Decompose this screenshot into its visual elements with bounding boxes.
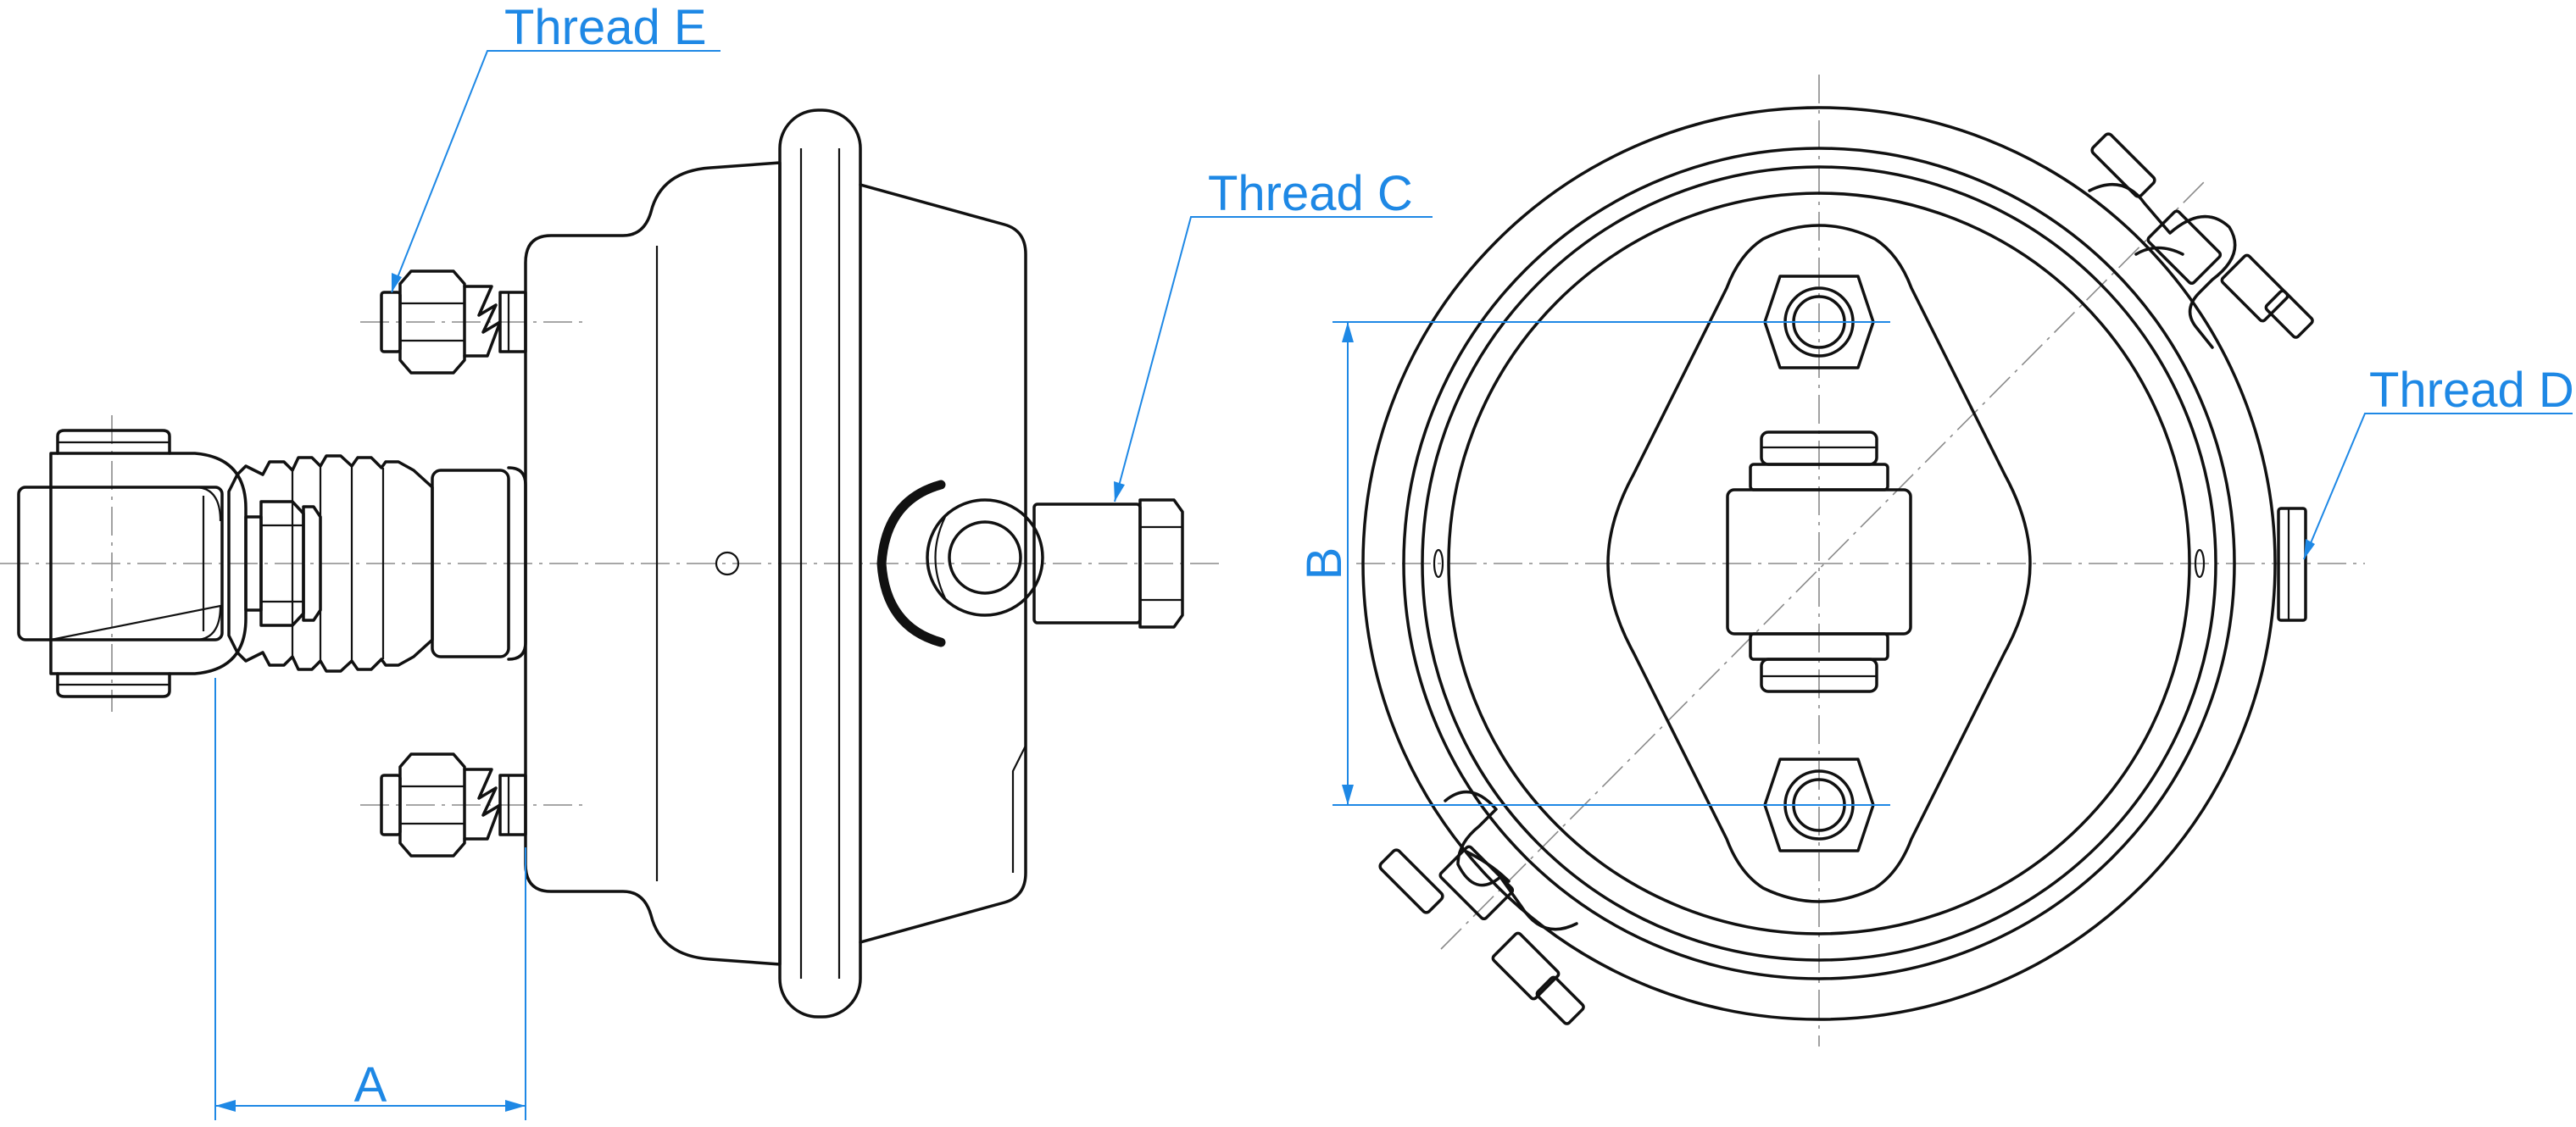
- thread-d-leader: [2303, 413, 2573, 560]
- rod-jam-nut: [302, 505, 322, 622]
- dim-a-arrow-right: [505, 1100, 526, 1112]
- end-view: B Thread D: [1297, 75, 2574, 1046]
- port-boss-arc: [934, 516, 946, 599]
- upper-clamp-lug: [2088, 132, 2314, 349]
- dim-b-label: B: [1297, 547, 1352, 580]
- front-chamber-step: [1011, 745, 1027, 873]
- dim-b-arrow-bottom: [1342, 785, 1354, 805]
- thread-d-label: Thread D: [2369, 363, 2574, 418]
- lower-clamp-lug: [1378, 790, 1585, 1025]
- slot-right: [2194, 548, 2206, 579]
- end-view-diagonal-centerline: [1440, 181, 2205, 950]
- clamp-ring: [778, 108, 862, 1019]
- clevis-nut: [259, 500, 305, 627]
- thread-e-leader: [391, 50, 721, 293]
- lower-mounting-stud: [380, 752, 527, 858]
- thread-d-stub: [2277, 507, 2307, 622]
- thread-c-leader: [1114, 216, 1433, 502]
- clevis-pin-block: [17, 486, 224, 641]
- upper-mounting-stud: [380, 269, 527, 375]
- clamp-band-outer: [1402, 147, 2236, 980]
- dim-a-arrow-left: [215, 1100, 236, 1112]
- outer-housing-circle: [1361, 106, 2277, 1021]
- clevis-pin-head-top: [56, 429, 171, 455]
- port-boss-inner: [948, 520, 1022, 595]
- side-view: A Thread E Thread C: [0, 0, 1433, 1120]
- bellows-boot: [227, 454, 434, 673]
- port-nut: [1138, 498, 1184, 629]
- thread-e-label: Thread E: [504, 0, 707, 55]
- clamp-band-inner: [1421, 165, 2217, 962]
- slot-left: [1433, 548, 1444, 579]
- chamber-face-circle: [1447, 192, 2191, 935]
- port-seal: [876, 480, 946, 647]
- thread-c-label: Thread C: [1208, 166, 1413, 221]
- thread-d-arrow: [2304, 539, 2315, 559]
- front-chamber: [859, 183, 1027, 944]
- thread-e-arrow: [392, 273, 402, 292]
- thread-c-arrow: [1114, 481, 1125, 502]
- dim-b-arrow-top: [1342, 322, 1354, 342]
- port-boss-outer: [926, 498, 1044, 617]
- vent-hole: [715, 551, 740, 576]
- rear-collar: [507, 466, 527, 661]
- clevis-pin-head-bottom: [56, 672, 171, 698]
- dim-a-label: A: [354, 1058, 387, 1113]
- clevis-body: [49, 452, 248, 675]
- mounting-plate: [1606, 224, 2032, 903]
